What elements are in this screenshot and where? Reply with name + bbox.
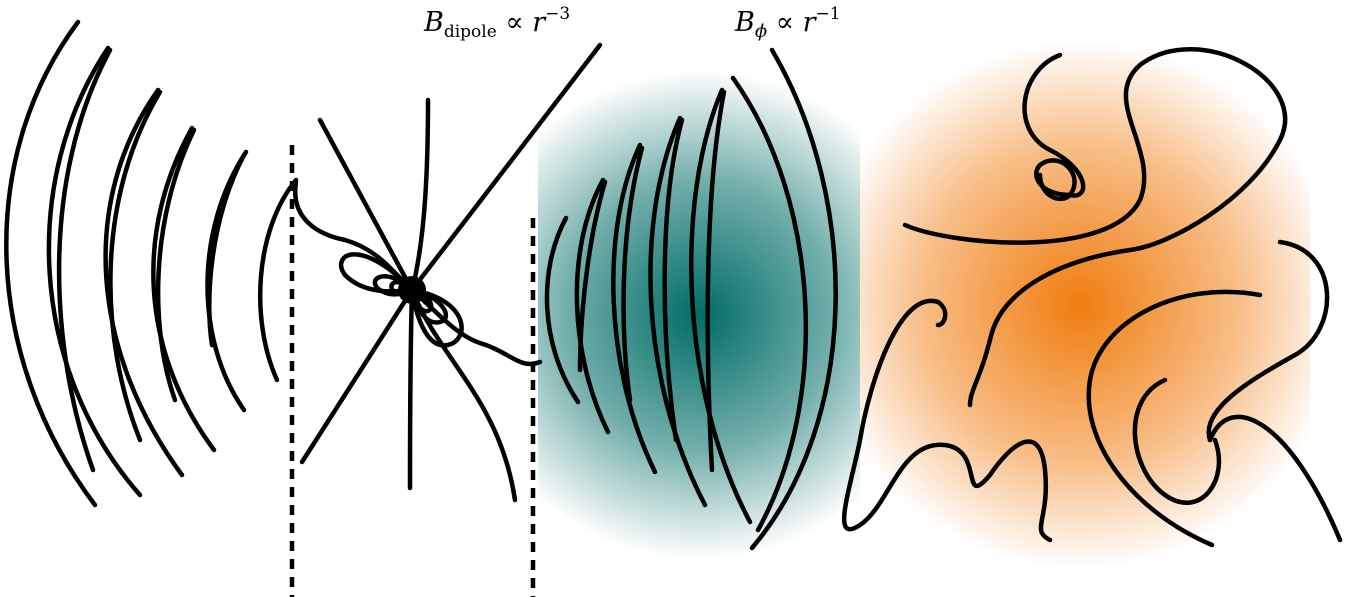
turbulent-field-glow <box>860 40 1310 597</box>
dipole-field-label: Bdipole ∝ r−3 <box>424 4 571 42</box>
dipole-magnetosphere <box>292 42 603 503</box>
toroidal-field-lines <box>544 47 838 551</box>
left-wave-arcs <box>4 19 299 508</box>
toroidal-field-glow <box>538 40 860 597</box>
toroidal-field-label: Bϕ ∝ r−1 <box>735 4 841 43</box>
turbulent-field-lines <box>841 47 1343 548</box>
central-star <box>398 276 426 304</box>
